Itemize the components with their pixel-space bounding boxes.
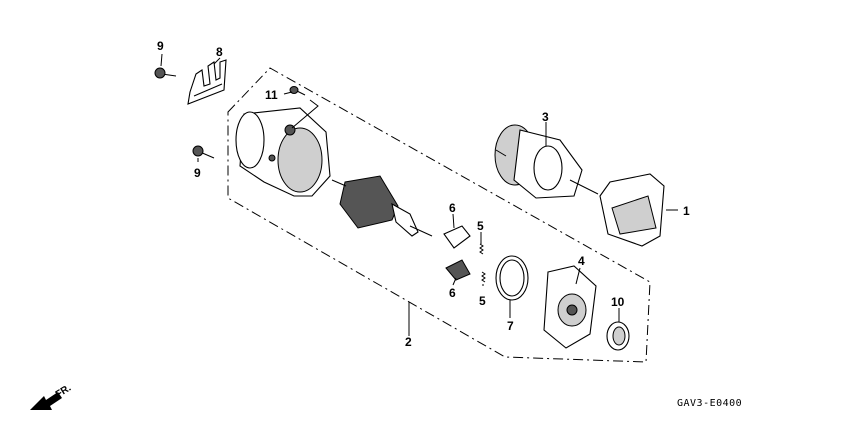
callout-8: 8 [216, 45, 223, 59]
callout-9-lower: 9 [194, 166, 201, 180]
part-6-brush-lower[interactable] [445, 259, 471, 281]
part-2-motor-case[interactable] [235, 107, 331, 197]
callout-7: 7 [507, 319, 514, 333]
callout-6-upper: 6 [449, 201, 456, 215]
assembly-boundary [227, 67, 651, 363]
callout-3: 3 [542, 110, 549, 124]
front-direction-arrow-icon [30, 392, 62, 410]
callout-5-upper: 5 [477, 219, 484, 233]
callout-5-lower: 5 [479, 294, 486, 308]
callout-6-lower: 6 [449, 286, 456, 300]
part-7-o-ring[interactable] [495, 255, 529, 301]
part-9-bolt-lower[interactable] [192, 145, 215, 159]
diagram-code: GAV3-E0400 [677, 398, 742, 409]
part-6-brush-upper[interactable] [443, 225, 471, 249]
part-9-bolt-upper[interactable] [154, 67, 177, 79]
callout-1: 1 [683, 204, 690, 218]
callout-10: 10 [611, 295, 625, 309]
callout-9-upper: 9 [157, 39, 164, 53]
part-8-bracket[interactable] [187, 59, 227, 105]
part-5-spring-upper[interactable] [479, 243, 484, 255]
callout-2: 2 [405, 335, 412, 349]
part-1-cover[interactable] [599, 173, 665, 247]
part-5-spring-lower[interactable] [481, 271, 486, 283]
callout-11: 11 [265, 88, 278, 102]
part-10-seal[interactable] [606, 321, 630, 351]
part-11-screw[interactable] [289, 86, 306, 96]
part-3-drive-gear[interactable] [494, 124, 599, 199]
part-2-armature[interactable] [331, 175, 433, 237]
callout-4: 4 [578, 254, 585, 268]
part-4-end-cover[interactable] [543, 265, 597, 349]
leader-lines [160, 53, 678, 336]
